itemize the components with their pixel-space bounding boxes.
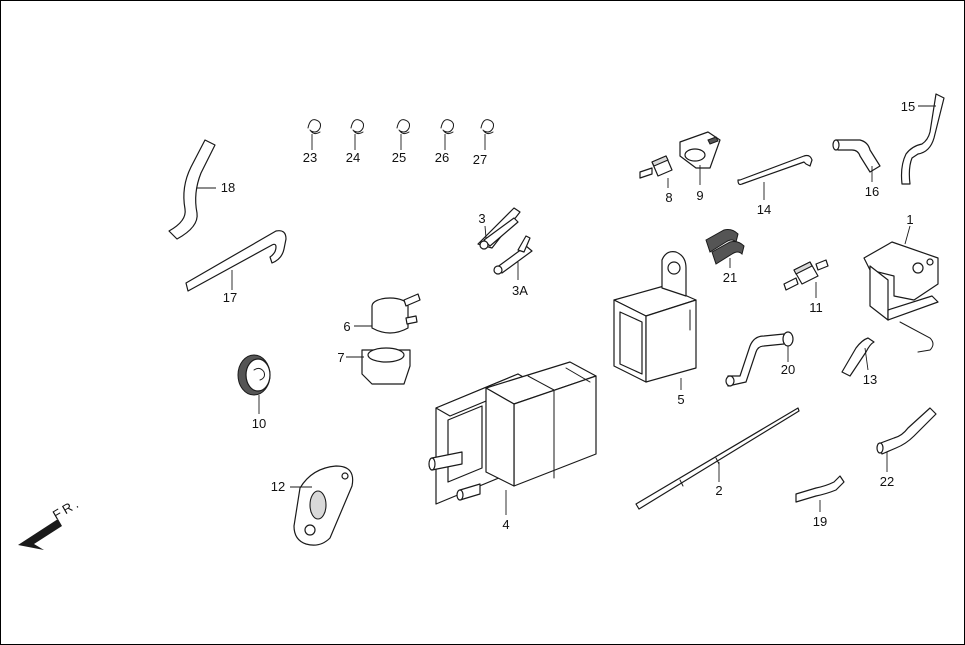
bracket-7 (346, 347, 411, 385)
callout-18: 18 (221, 180, 235, 195)
elbow-20 (725, 331, 794, 387)
clamp-21 (705, 229, 745, 268)
valve-11 (783, 259, 829, 298)
hose-18 (168, 139, 216, 240)
bracket-9 (679, 131, 721, 185)
callout-20: 20 (781, 362, 795, 377)
fitting-3 (477, 207, 521, 250)
clip-26 (440, 119, 454, 150)
clip-25 (396, 119, 410, 150)
fitting-3a (493, 235, 533, 280)
callout-5: 5 (677, 392, 684, 407)
callout-2: 2 (715, 483, 722, 498)
callout-7: 7 (337, 350, 344, 365)
callout-1: 1 (906, 212, 913, 227)
callout-27: 27 (473, 152, 487, 167)
callout-3: 3 (478, 211, 485, 226)
callout-3a: 3A (512, 283, 528, 298)
callout-24: 24 (346, 150, 360, 165)
connector-8 (639, 155, 673, 188)
callout-17: 17 (223, 290, 237, 305)
callout-12: 12 (271, 479, 285, 494)
callout-16: 16 (865, 184, 879, 199)
rod-2 (635, 407, 800, 510)
callout-14: 14 (757, 202, 771, 217)
hose-17 (185, 230, 287, 292)
hose-19 (795, 475, 845, 512)
callout-19: 19 (813, 514, 827, 529)
front-direction-label: FR. (50, 495, 83, 523)
callout-13: 13 (863, 372, 877, 387)
callout-22: 22 (880, 474, 894, 489)
clip-23 (307, 119, 321, 150)
hose-15 (900, 93, 945, 185)
bracket-1 (863, 225, 939, 353)
hose-22 (876, 407, 937, 472)
callout-6: 6 (343, 319, 350, 334)
callout-11: 11 (809, 300, 823, 315)
callout-23: 23 (303, 150, 317, 165)
grommet-10 (237, 354, 271, 414)
callout-9: 9 (696, 188, 703, 203)
valve-6 (354, 293, 421, 334)
front-direction-arrow-icon (18, 519, 62, 550)
callout-26: 26 (435, 150, 449, 165)
callout-10: 10 (252, 416, 266, 431)
clip-24 (350, 119, 364, 150)
elbow-16 (832, 139, 881, 182)
clip-27 (480, 119, 494, 150)
canister-4 (428, 361, 597, 515)
callout-21: 21 (723, 270, 737, 285)
callout-4: 4 (502, 517, 509, 532)
hose-13 (841, 337, 875, 377)
callout-8: 8 (665, 190, 672, 205)
tube-14 (737, 154, 813, 200)
bracket-12 (290, 465, 354, 546)
callout-15: 15 (901, 99, 915, 114)
callout-25: 25 (392, 150, 406, 165)
bracket-5 (613, 251, 697, 390)
